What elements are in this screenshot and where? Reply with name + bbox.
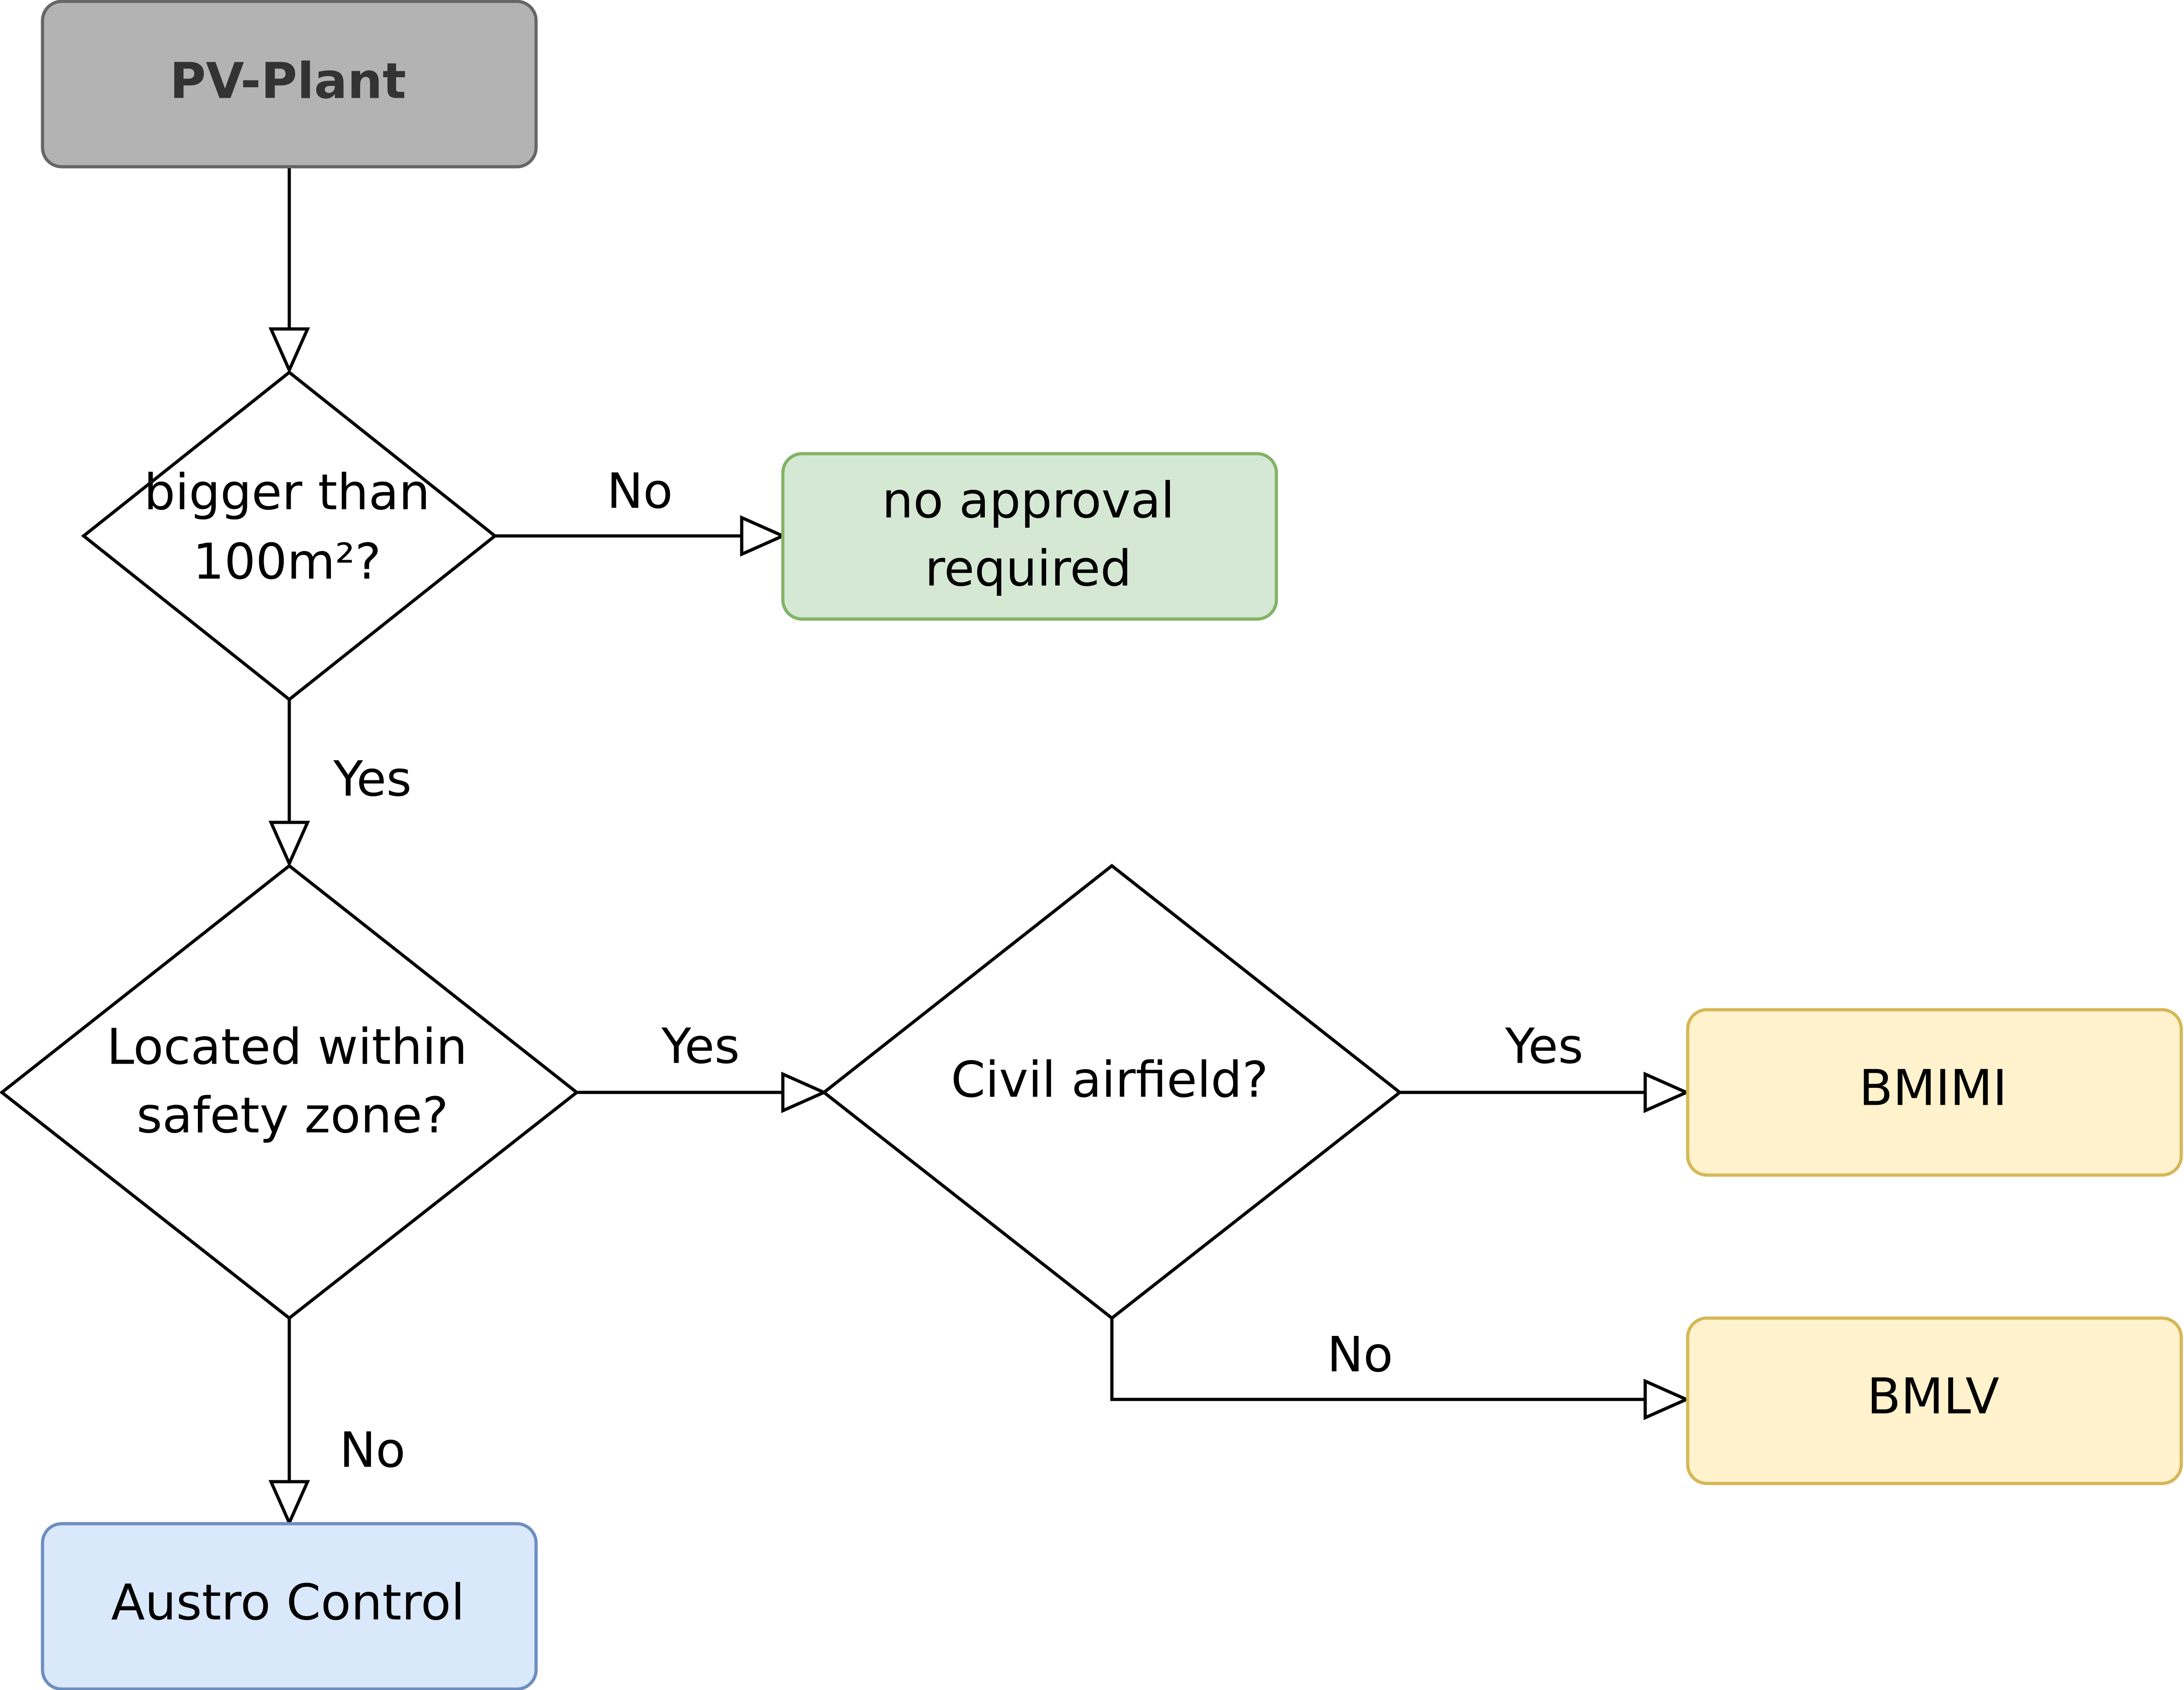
edge-label-zone-no: No bbox=[340, 1422, 405, 1478]
decision-size-shape bbox=[81, 370, 498, 702]
arrowhead-right bbox=[1643, 1071, 1690, 1113]
arrowhead-down bbox=[268, 1480, 310, 1527]
decision-civil-airfield: Civil airfield? bbox=[821, 864, 1403, 1320]
edge-label-size-no: No bbox=[607, 463, 673, 519]
arrowhead-down bbox=[268, 327, 310, 374]
decision-civil-airfield-label: Civil airfield? bbox=[951, 1052, 1269, 1109]
decision-size: bigger than 100m²? bbox=[81, 370, 498, 702]
decision-safety-zone-shape bbox=[0, 864, 579, 1320]
decision-size-line-1: bigger than bbox=[144, 464, 430, 521]
node-bmimi: BMIMI bbox=[1686, 1008, 2183, 1177]
arrowhead-right bbox=[740, 515, 787, 557]
node-pv-plant: PV-Plant bbox=[41, 0, 538, 169]
arrowhead-right bbox=[1643, 1378, 1690, 1420]
node-austro-control-box bbox=[41, 1522, 538, 1690]
node-bmimi-box bbox=[1686, 1008, 2183, 1177]
node-pv-plant-box bbox=[41, 0, 538, 169]
node-no-approval-box bbox=[781, 452, 1278, 621]
decision-civil-airfield-shape bbox=[821, 864, 1403, 1320]
edge-civil-no bbox=[1110, 1318, 1645, 1401]
node-bmlv-label: BMLV bbox=[1867, 1368, 1999, 1425]
node-no-approval: no approval required bbox=[781, 452, 1278, 621]
node-bmimi-label: BMIMI bbox=[1859, 1060, 2007, 1117]
node-bmlv-box bbox=[1686, 1316, 2183, 1485]
node-austro-control: Austro Control bbox=[41, 1522, 538, 1690]
node-bmlv: BMLV bbox=[1686, 1316, 2183, 1485]
decision-safety-zone-line-1: Located within bbox=[106, 1019, 467, 1076]
arrowhead-right bbox=[781, 1071, 828, 1113]
node-pv-plant-label: PV-Plant bbox=[170, 53, 406, 110]
arrowhead-down bbox=[268, 821, 310, 868]
decision-size-line-2: 100m²? bbox=[193, 534, 381, 591]
edge-labels: No Yes Yes No Yes No bbox=[333, 463, 1583, 1478]
node-austro-control-label: Austro Control bbox=[111, 1574, 465, 1632]
arrowheads bbox=[268, 327, 1690, 1527]
edge-label-size-yes: Yes bbox=[333, 751, 411, 807]
edge-label-civil-yes: Yes bbox=[1504, 1018, 1583, 1075]
decision-safety-zone: Located within safety zone? bbox=[0, 864, 579, 1320]
decision-safety-zone-line-2: safety zone? bbox=[137, 1087, 449, 1144]
edge-label-zone-yes: Yes bbox=[661, 1018, 739, 1075]
node-no-approval-line-1: no approval bbox=[882, 472, 1174, 530]
edge-label-civil-no: No bbox=[1327, 1327, 1393, 1383]
node-no-approval-line-2: required bbox=[925, 540, 1132, 598]
edges bbox=[287, 167, 1645, 1482]
